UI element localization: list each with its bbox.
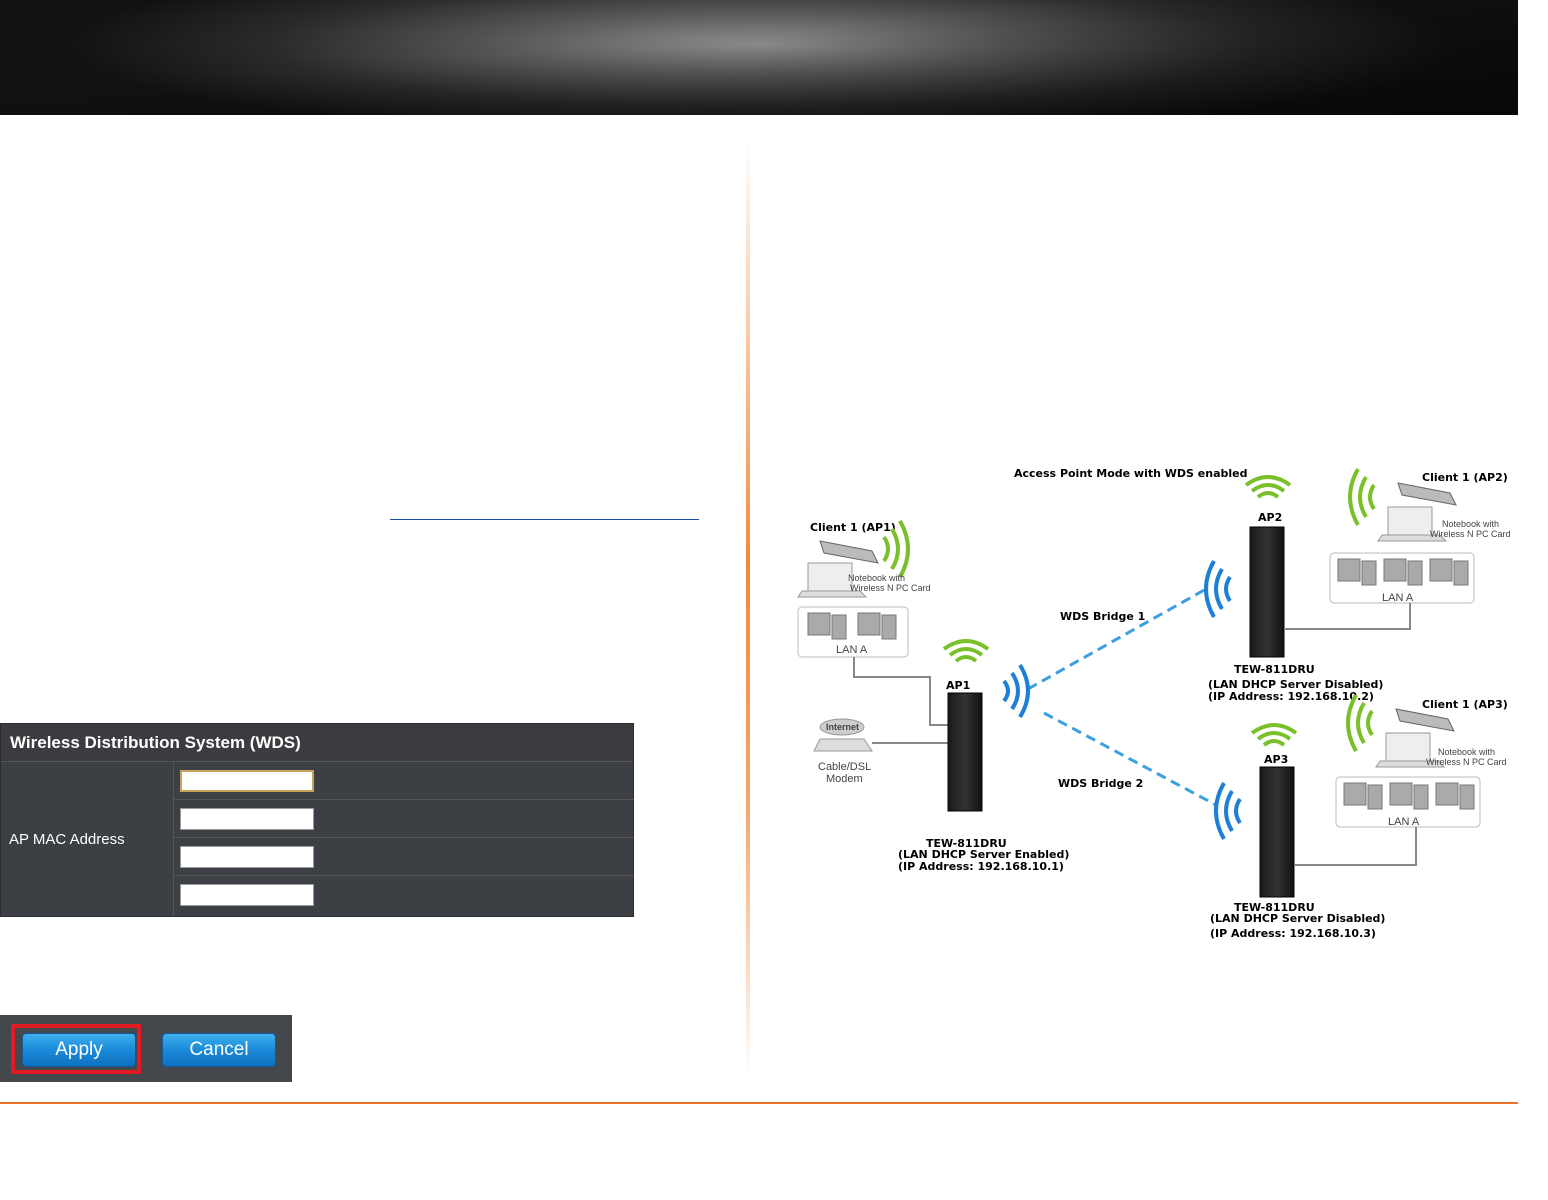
notebook-ap1-icon bbox=[797, 540, 879, 598]
wifi-ap3-client-icon bbox=[1346, 694, 1374, 752]
ap-mac-address-input-4[interactable] bbox=[180, 884, 314, 906]
wds-bridge-2-link bbox=[1043, 711, 1217, 807]
ap1-ip: (IP Address: 192.168.10.1) bbox=[898, 860, 1064, 873]
wifi-ap1-client-icon bbox=[882, 520, 910, 578]
ap3-ip: (IP Address: 192.168.10.3) bbox=[1210, 927, 1376, 940]
ap3-router-icon bbox=[1259, 766, 1295, 898]
notebook-ap2-line1: Notebook with bbox=[1442, 519, 1499, 529]
lan-a-ap1-label: LAN A bbox=[836, 644, 868, 656]
header-banner bbox=[0, 0, 1518, 115]
client-ap1-label: Client 1 (AP1) bbox=[810, 521, 896, 534]
cancel-button[interactable]: Cancel bbox=[162, 1033, 276, 1067]
wifi-ap1-icon bbox=[942, 639, 990, 663]
notebook-ap1-line1: Notebook with bbox=[848, 573, 905, 583]
notebook-ap1-line2: Wireless N PC Card bbox=[850, 583, 931, 593]
cable-dsl-modem-icon bbox=[813, 718, 873, 752]
wds-panel-title: Wireless Distribution System (WDS) bbox=[1, 724, 633, 762]
wds-bridge-2-label: WDS Bridge 2 bbox=[1058, 777, 1143, 790]
ap2-label: AP2 bbox=[1258, 511, 1282, 524]
wifi-ap2-bridge-icon bbox=[1204, 560, 1232, 618]
desktop-pcs-ap1-icon bbox=[807, 612, 897, 640]
ap2-ip: (IP Address: 192.168.10.2) bbox=[1208, 690, 1374, 703]
column-divider bbox=[746, 140, 750, 1080]
footer-rule bbox=[0, 1102, 1518, 1104]
wds-bridge-1-link bbox=[1027, 587, 1207, 691]
desktop-pcs-ap3-icon bbox=[1343, 782, 1475, 810]
lan-a-ap2-label: LAN A bbox=[1382, 592, 1414, 604]
lan-ap3-cable bbox=[1294, 827, 1417, 866]
mac-row-2 bbox=[174, 800, 634, 838]
mac-row-4 bbox=[174, 876, 634, 914]
apply-highlight-box bbox=[11, 1024, 141, 1074]
client-ap3-label: Client 1 (AP3) bbox=[1422, 698, 1508, 711]
ap3-dhcp: (LAN DHCP Server Disabled) bbox=[1210, 912, 1385, 925]
mac-row-3 bbox=[174, 838, 634, 876]
lan-ap1-cable bbox=[853, 657, 948, 726]
ap-mac-address-input-2[interactable] bbox=[180, 808, 314, 830]
ap3-model: TEW-811DRU bbox=[1234, 901, 1315, 914]
diagram-title: Access Point Mode with WDS enabled bbox=[1014, 467, 1247, 480]
wifi-ap3-icon bbox=[1250, 723, 1298, 747]
apply-button[interactable]: Apply bbox=[22, 1033, 136, 1067]
modem-label-line1: Cable/DSL bbox=[818, 761, 871, 773]
ap2-router-icon bbox=[1249, 526, 1285, 658]
modem-label-line2: Modem bbox=[826, 773, 863, 785]
ap1-router-icon bbox=[947, 692, 983, 812]
notebook-ap2-line2: Wireless N PC Card bbox=[1430, 529, 1511, 539]
ap2-dhcp: (LAN DHCP Server Disabled) bbox=[1208, 678, 1383, 691]
wifi-ap3-bridge-icon bbox=[1214, 782, 1242, 840]
ap3-label: AP3 bbox=[1264, 753, 1288, 766]
ap1-label: AP1 bbox=[946, 679, 970, 692]
ap1-model: TEW-811DRU bbox=[926, 837, 1007, 850]
ap-mac-address-input-3[interactable] bbox=[180, 846, 314, 868]
wds-bridge-1-label: WDS Bridge 1 bbox=[1060, 610, 1145, 623]
notebook-ap3-icon bbox=[1375, 708, 1455, 768]
lan-ap2-cable bbox=[1284, 603, 1411, 630]
ap-mac-address-input-1[interactable] bbox=[180, 770, 314, 792]
notebook-ap3-line1: Notebook with bbox=[1438, 747, 1495, 757]
wds-network-diagram: Access Point Mode with WDS enabled WDS B… bbox=[797, 467, 1511, 940]
wifi-ap2-icon bbox=[1244, 475, 1292, 499]
button-bar: Apply Cancel bbox=[0, 1015, 292, 1082]
notebook-ap2-icon bbox=[1377, 482, 1457, 542]
hyperlink-underline[interactable] bbox=[390, 519, 699, 520]
wifi-ap1-bridge-icon bbox=[1002, 663, 1030, 719]
desktop-pcs-ap2-icon bbox=[1337, 558, 1469, 586]
ap-mac-address-label: AP MAC Address bbox=[1, 762, 174, 916]
lan-a-ap3-label: LAN A bbox=[1388, 816, 1420, 828]
wifi-ap2-client-icon bbox=[1348, 468, 1376, 526]
internet-label: Internet bbox=[826, 722, 859, 732]
ap1-dhcp: (LAN DHCP Server Enabled) bbox=[898, 848, 1069, 861]
mac-row-1 bbox=[174, 762, 634, 800]
wds-settings-panel: Wireless Distribution System (WDS) AP MA… bbox=[0, 723, 634, 917]
client-ap2-label: Client 1 (AP2) bbox=[1422, 471, 1508, 484]
ap2-model: TEW-811DRU bbox=[1234, 663, 1315, 676]
notebook-ap3-line2: Wireless N PC Card bbox=[1426, 757, 1507, 767]
